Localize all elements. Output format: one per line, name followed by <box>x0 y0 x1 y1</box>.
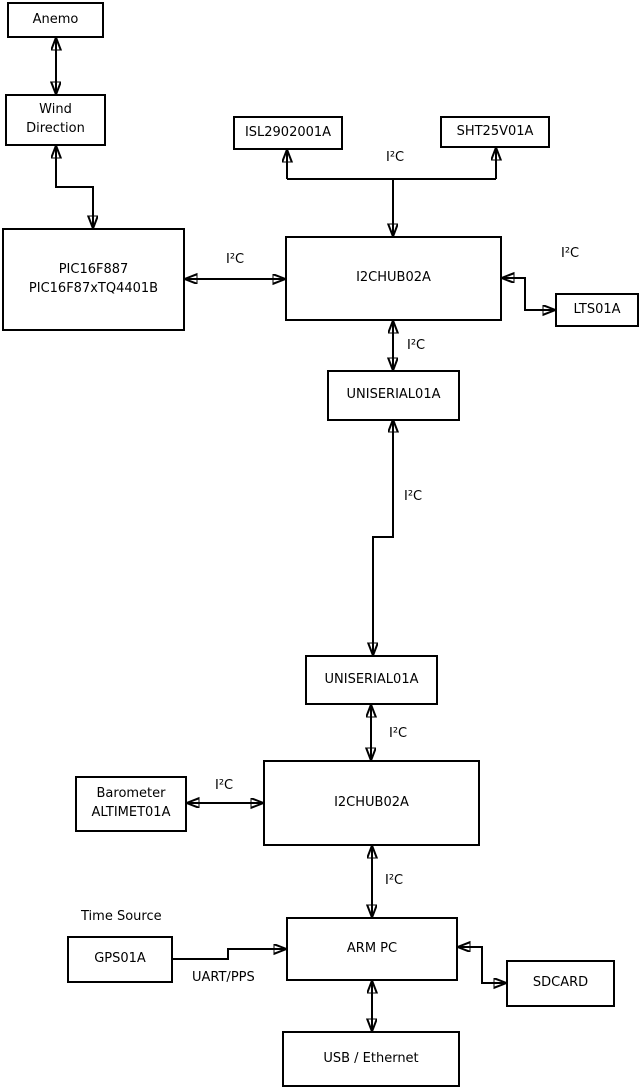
node-uniserial01a-2: UNISERIAL01A <box>305 655 438 705</box>
node-anemo: Anemo <box>7 2 104 38</box>
node-i2chub02a-1: I2CHUB02A <box>285 236 502 321</box>
node-usb-ethernet: USB / Ethernet <box>282 1031 460 1087</box>
edge-label-i2c-baro: I²C <box>215 778 234 793</box>
edge-label-i2c-lts: I²C <box>561 246 580 261</box>
edge-hub1-lts-i2c <box>502 278 555 310</box>
edge-gps-arm-uart <box>173 949 286 960</box>
node-sht25v01a: SHT25V01A <box>440 116 550 148</box>
edge-label-i2c-uni1-uni2: I²C <box>404 489 423 504</box>
node-i2chub02a-2: I2CHUB02A <box>263 760 480 846</box>
node-isl2902001a: ISL2902001A <box>233 116 343 150</box>
edge-label-i2c-pic-hub1: I²C <box>226 252 245 267</box>
node-gps01a: GPS01A <box>67 936 173 983</box>
edge-uni1-uni2-i2c <box>373 420 393 655</box>
edge-label-i2c-hub2-arm: I²C <box>385 873 404 888</box>
node-barometer-altimet01a: Barometer ALTIMET01A <box>75 776 187 832</box>
edge-label-i2c-uni2-hub2: I²C <box>389 726 408 741</box>
node-wind-direction: Wind Direction <box>5 94 106 146</box>
edge-label-i2c-hub1-uni1: I²C <box>407 338 426 353</box>
node-pic16f887: PIC16F887 PIC16F87xTQ4401B <box>2 228 185 331</box>
edge-wind-pic <box>56 146 93 228</box>
node-arm-pc: ARM PC <box>286 917 458 981</box>
node-uniserial01a-1: UNISERIAL01A <box>327 370 460 421</box>
label-time-source: Time Source <box>81 909 162 924</box>
node-lts01a: LTS01A <box>555 293 639 327</box>
edge-arm-sdcard <box>458 947 506 983</box>
node-sdcard: SDCARD <box>506 960 615 1007</box>
edge-label-uart-pps: UART/PPS <box>192 970 255 985</box>
edge-label-i2c-bus: I²C <box>386 150 405 165</box>
